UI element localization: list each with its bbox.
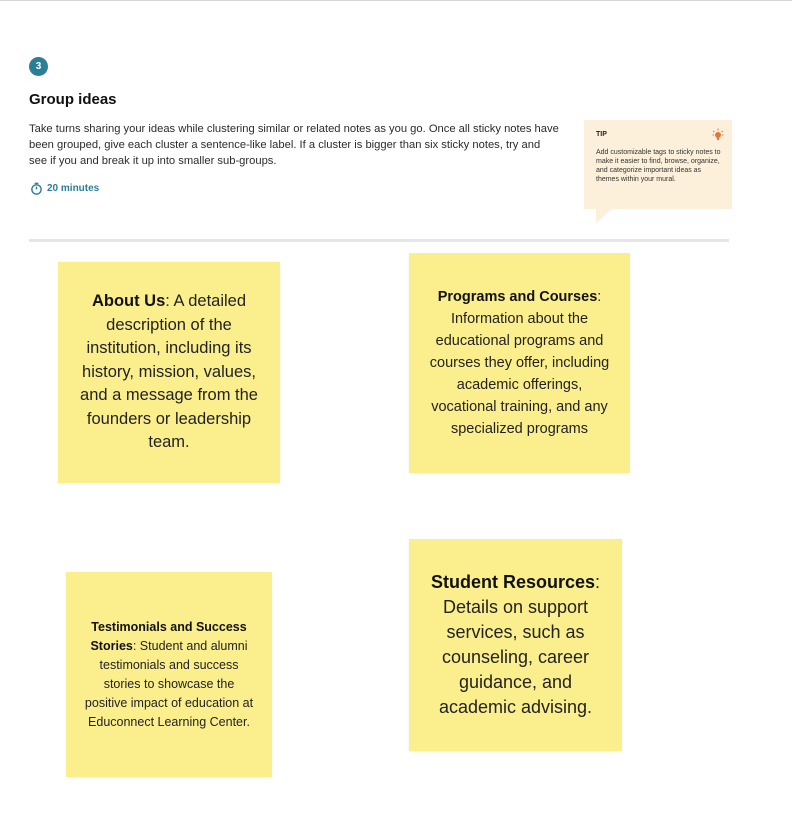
note-body: : Details on support services, such as c… (438, 572, 601, 717)
note-body: : Information about the educational prog… (429, 289, 610, 437)
stopwatch-icon (31, 182, 42, 195)
section-description: Take turns sharing your ideas while clus… (29, 123, 559, 167)
tip-label: TIP (596, 131, 607, 138)
lightbulb-icon (712, 128, 724, 140)
top-border (0, 0, 792, 1)
section-divider (29, 239, 729, 242)
tip-card[interactable]: TIP Add customizable tags to sticky note… (584, 120, 732, 209)
note-title: Programs and Courses (437, 289, 598, 305)
note-title: About Us (91, 292, 166, 311)
timer: 20 minutes (30, 182, 99, 195)
sticky-note-student-resources[interactable]: Student Resources: Details on support se… (409, 539, 622, 751)
note-title: Testimonials and Success Stories (90, 619, 247, 653)
timer-label: 20 minutes (47, 183, 100, 194)
note-body: : A detailed description of the institut… (80, 292, 258, 452)
note-title: Student Resources (430, 572, 596, 592)
sticky-note-testimonials[interactable]: Testimonials and Success Stories: Studen… (66, 572, 272, 777)
step-number-badge: 3 (29, 57, 48, 76)
section-title: Group ideas (29, 91, 117, 108)
note-body: : Student and alumni testimonials and su… (84, 638, 254, 729)
tip-pointer (596, 209, 612, 223)
sticky-note-programs-courses[interactable]: Programs and Courses: Information about … (409, 253, 630, 473)
sticky-note-about-us[interactable]: About Us: A detailed description of the … (58, 262, 280, 483)
tip-text: Add customizable tags to sticky notes to… (596, 149, 721, 183)
